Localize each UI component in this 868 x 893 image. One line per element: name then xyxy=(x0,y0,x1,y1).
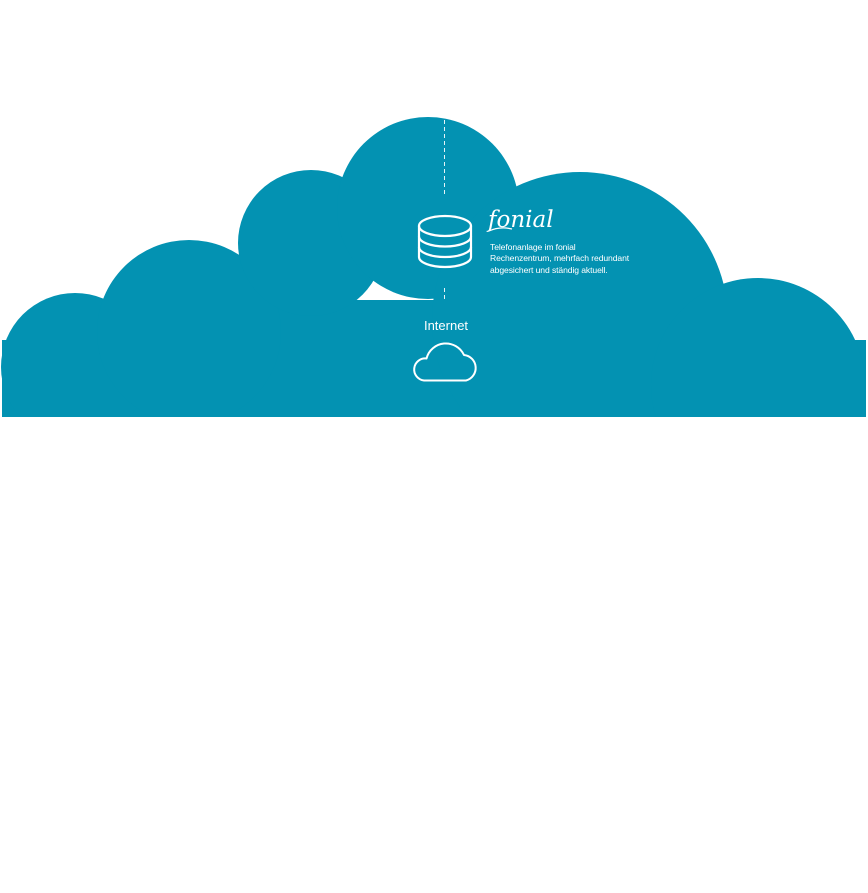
brand-description-line-2: Rechenzentrum, mehrfach redundant xyxy=(490,253,630,263)
brand-logo-underline xyxy=(488,227,513,232)
database-icon xyxy=(417,214,473,269)
brand-description-line-3: abgesichert und ständig aktuell. xyxy=(490,265,608,275)
cloud-icon xyxy=(413,342,477,382)
cloud-background xyxy=(1,117,866,492)
internet-label: Internet xyxy=(424,318,468,333)
cloud-bottom-mask xyxy=(0,417,868,893)
brand-description-line-1: Telefonanlage im fonial xyxy=(490,242,576,252)
